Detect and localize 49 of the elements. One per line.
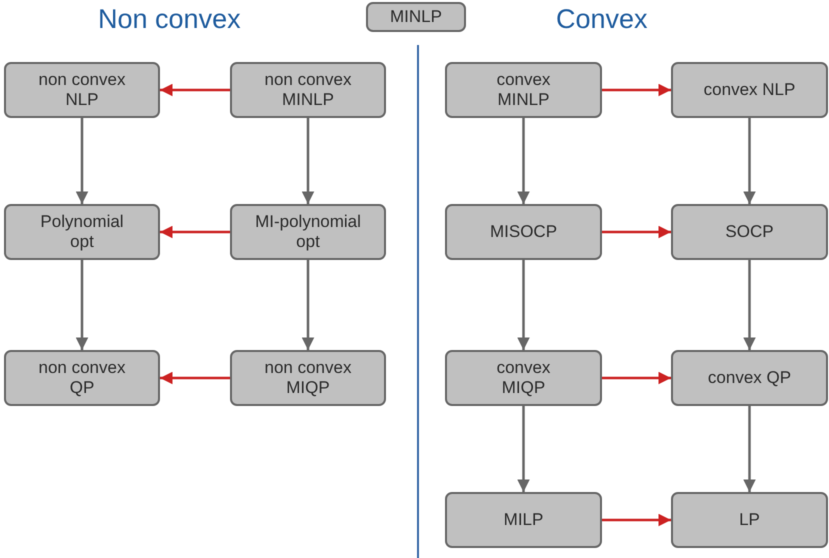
process-box xyxy=(445,350,602,406)
arrow xyxy=(743,406,756,492)
box-label: MINLP xyxy=(390,7,442,27)
process-box xyxy=(671,62,828,118)
process-box xyxy=(671,350,828,406)
box-label: convex QP xyxy=(708,368,792,388)
process-box xyxy=(4,62,160,118)
box-label: SOCP xyxy=(725,222,774,242)
arrow xyxy=(602,84,671,96)
arrow xyxy=(517,406,530,492)
arrow xyxy=(602,226,671,238)
box-label: convex MINLP xyxy=(496,70,552,110)
section-heading: Non convex xyxy=(98,4,241,35)
process-box xyxy=(671,204,828,260)
box-label: MI-polynomial opt xyxy=(254,212,362,252)
process-box xyxy=(445,492,602,548)
process-box xyxy=(230,62,386,118)
process-box xyxy=(4,350,160,406)
arrow xyxy=(743,118,756,204)
box-label: MISOCP xyxy=(490,222,558,242)
process-box xyxy=(445,62,602,118)
box-label: MILP xyxy=(504,510,544,530)
box-label: non convex MIQP xyxy=(264,358,352,398)
arrow xyxy=(160,226,230,238)
box-label: non convex NLP xyxy=(38,70,126,110)
process-box xyxy=(445,204,602,260)
arrow xyxy=(76,260,88,350)
box-label: convex NLP xyxy=(704,80,796,100)
section-heading: Convex xyxy=(556,4,648,35)
process-box xyxy=(366,2,466,32)
arrow xyxy=(302,118,314,204)
arrow xyxy=(743,260,756,350)
process-box xyxy=(230,350,386,406)
arrow xyxy=(160,372,230,384)
process-box xyxy=(4,204,160,260)
process-box xyxy=(230,204,386,260)
box-label: LP xyxy=(739,510,760,530)
box-label: Polynomial opt xyxy=(39,212,125,252)
arrow xyxy=(302,260,314,350)
arrow xyxy=(517,118,530,204)
arrow xyxy=(602,372,671,384)
process-box xyxy=(671,492,828,548)
box-label: convex MIQP xyxy=(496,358,552,398)
arrow xyxy=(160,84,230,96)
box-label: non convex QP xyxy=(38,358,126,398)
arrow xyxy=(517,260,530,350)
box-label: non convex MINLP xyxy=(264,70,352,110)
arrow xyxy=(76,118,88,204)
arrow xyxy=(602,514,671,526)
